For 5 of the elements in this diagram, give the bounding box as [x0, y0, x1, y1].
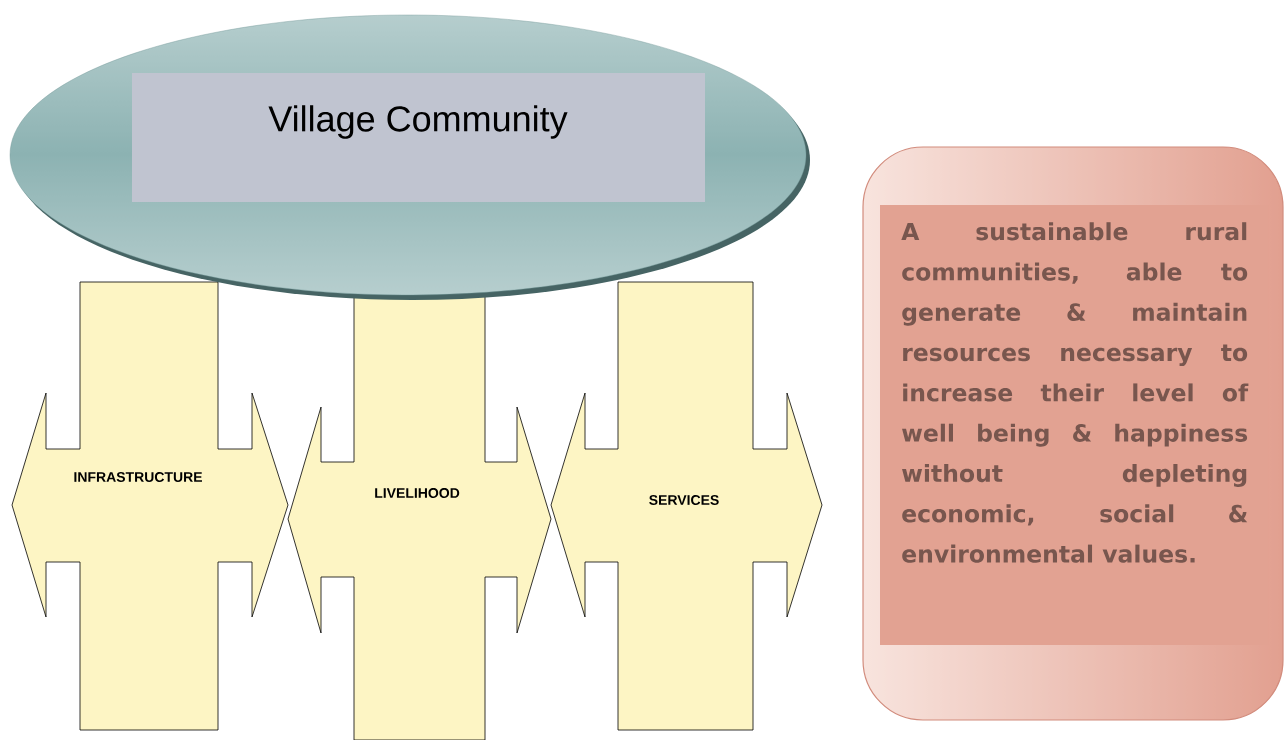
cross-shaped-box: INFRASTRUCTURE	[11, 281, 289, 731]
cross-shaped-box: LIVELIHOOD	[287, 294, 552, 740]
cross-shaped-box: SERVICES	[550, 281, 823, 731]
rounded-text-box: A sustainable rural communities, able to generate & maintain resources necessary to increase their level of well being & happiness without depleting economic, social & environmental values.	[862, 146, 1284, 721]
ellipse-banner: Village Community	[9, 14, 810, 300]
